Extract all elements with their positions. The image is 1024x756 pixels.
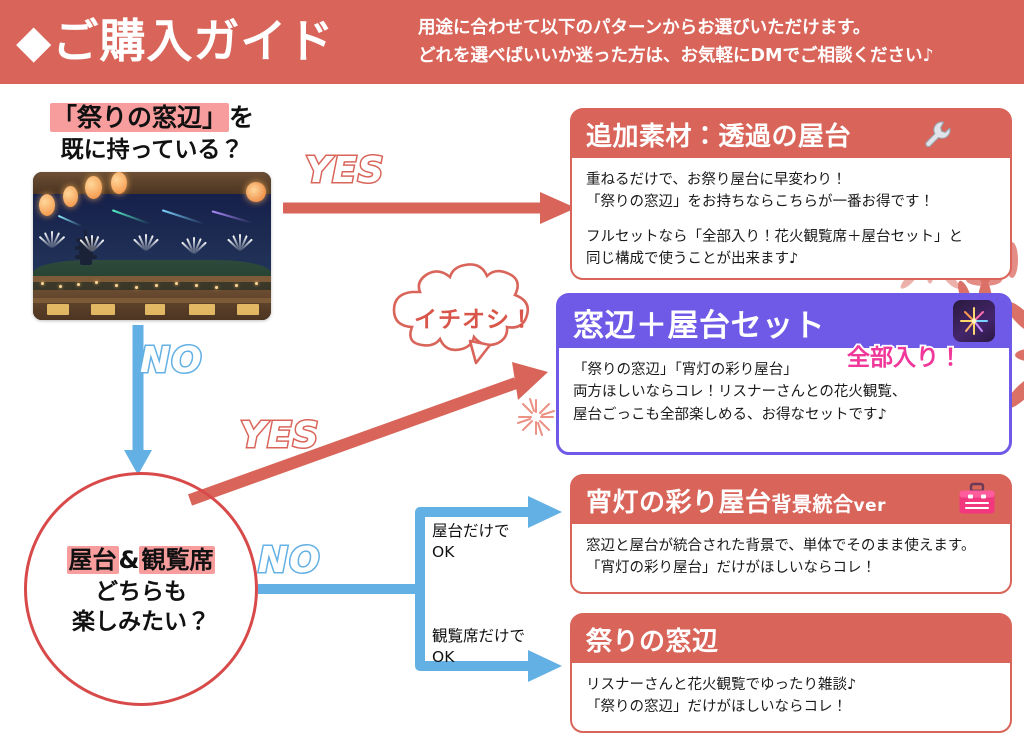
card-4-line-2: 「祭りの窓辺」だけがほしいならコレ！ [586, 699, 847, 716]
thumb-window [145, 304, 165, 315]
thumb-lantern [63, 186, 78, 207]
card-1-line-3: フルセットなら「全部入り！花火観覧席＋屋台セット」と [586, 228, 963, 245]
branch-label-kanranseki: 観覧席だけで OK [432, 627, 526, 666]
thumb-string-light [135, 286, 138, 289]
thumb-lantern [111, 172, 127, 194]
thumb-window [237, 304, 259, 315]
toolbox-icon [959, 482, 995, 514]
page-title: ◆ご購入ガイド [16, 14, 335, 68]
card-matsuri-no-madobe[interactable]: 祭りの窓辺 リスナーさんと花火観覧でゆったり雑談♪ 「祭りの窓辺」だけがほしいな… [570, 613, 1012, 733]
question1-suffix: を [229, 103, 255, 132]
thumb-string-light [155, 284, 158, 287]
card-2-body: 「祭りの窓辺」「宵灯の彩り屋台」 両方ほしいならコレ！リスナーさんとの花火観覧、… [559, 348, 1009, 436]
card-yoiakari-haikei-tougou[interactable]: 宵灯の彩り屋台背景統合ver 窓辺と屋台が統合された背景で、単体でそのまま使えま… [570, 474, 1012, 594]
card-3-title: 宵灯の彩り屋台背景統合ver [586, 482, 886, 519]
thumb-railing-bottom [33, 298, 271, 303]
recommend-bubble-text: イチオシ！ [414, 307, 534, 333]
card-2-line-2: 両方ほしいならコレ！リスナーさんとの花火観覧、 [573, 384, 907, 401]
thumb-window [189, 304, 215, 315]
question2-highlight-kanranseki: 観覧席 [139, 546, 216, 575]
card-3-title-sub: 背景統合 [771, 491, 854, 516]
card-1-title: 追加素材：透過の屋台 [586, 121, 852, 152]
thumb-string-light [77, 283, 80, 286]
card-2-title: 窓辺＋屋台セット [573, 307, 825, 344]
thumb-window [47, 304, 69, 315]
card-3-title-main: 宵灯の彩り屋台 [586, 487, 772, 518]
question2-line2: どちらも [95, 579, 187, 606]
thumb-string-light [41, 282, 44, 285]
label-yes-top: YES [304, 149, 386, 193]
arrow-yes-top [283, 192, 576, 224]
branch-label-yatai: 屋台だけで OK [432, 522, 510, 561]
card-3-line-1: 窓辺と屋台が統合された背景で、単体でそのまま使えます。 [586, 538, 976, 554]
thumb-string-light [235, 284, 238, 287]
thumb-string-light [215, 286, 218, 289]
thumb-string-light [255, 282, 258, 285]
spark-decoration-small [517, 398, 555, 436]
card-madobe-yatai-set[interactable]: 窓辺＋屋台セット 全部入り！ [556, 293, 1012, 455]
card-3-header: 宵灯の彩り屋台背景統合ver [572, 476, 1010, 524]
header-subtitle-line1: 用途に合わせて以下のパターンからお選びいただけます。 [418, 18, 871, 38]
fireworks-icon [953, 300, 995, 342]
question1-highlight: 「祭りの窓辺」 [49, 103, 229, 132]
card-4-body: リスナーさんと花火観覧でゆったり雑談♪ 「祭りの窓辺」だけがほしいならコレ！ [572, 663, 1010, 729]
question-has-madobe: 「祭りの窓辺」を 既に持っている？ [24, 103, 280, 164]
thumb-lantern [85, 176, 102, 199]
card-4-line-1: リスナーさんと花火観覧でゆったり雑談♪ [586, 677, 857, 693]
question1-line1: 「祭りの窓辺」を [24, 103, 280, 134]
all-inclusive-badge: 全部入り！ [845, 343, 964, 373]
card-3-line-2: 「宵灯の彩り屋台」だけがほしいならコレ！ [586, 560, 876, 577]
card-1-line-1: 重ねるだけで、お祭り屋台に早変わり！ [586, 172, 847, 188]
thumb-lantern [39, 194, 55, 216]
question2-line3: 楽しみたい？ [72, 609, 210, 635]
thumb-window [91, 304, 115, 315]
question2-highlight-yatai: 屋台 [66, 546, 119, 575]
card-2-line-1: 「祭りの窓辺」「宵灯の彩り屋台」 [573, 362, 798, 378]
question1-line2: 既に持っている？ [60, 136, 244, 163]
header-subtitle: 用途に合わせて以下のパターンからお選びいただけます。 どれを選べばいいか迷った方… [418, 14, 1018, 70]
question2-amp: & [118, 546, 140, 575]
thumb-string-light [95, 281, 98, 284]
label-yes-mid: YES [239, 414, 321, 458]
card-1-line-2: 「祭りの窓辺」をお持ちならこちらが一番お得です！ [586, 194, 934, 211]
card-1-body: 重ねるだけで、お祭り屋台に早変わり！ 「祭りの窓辺」をお持ちならこちらが一番お得… [572, 158, 1010, 281]
label-no-top: NO [139, 339, 204, 383]
thumb-string-light [59, 285, 62, 288]
label-no-bottom: NO [257, 539, 322, 583]
header-subtitle-line2: どれを選べばいいか迷った方は、お気軽にDMでご相談ください♪ [418, 46, 934, 66]
card-1-line-4: 同じ構成で使うことが出来ます♪ [586, 251, 799, 268]
thumb-railing-top [33, 276, 271, 282]
thumb-string-light [195, 284, 198, 287]
header-banner: ◆ご購入ガイド 用途に合わせて以下のパターンからお選びいただけます。 どれを選べ… [0, 0, 1024, 84]
card-4-header: 祭りの窓辺 [572, 615, 1010, 663]
thumb-string-light [115, 284, 118, 287]
thumb-string-light [175, 282, 178, 285]
question2-line1: 屋台&観覧席 [66, 540, 216, 575]
card-4-title: 祭りの窓辺 [586, 626, 719, 657]
question-both-node: 屋台&観覧席 どちらも 楽しみたい？ [24, 472, 258, 706]
card-2-header: 窓辺＋屋台セット 全部入り！ [559, 296, 1009, 373]
card-1-header: 追加素材：透過の屋台 [572, 110, 1010, 158]
wrench-icon [925, 121, 951, 148]
card-3-body: 窓辺と屋台が統合された背景で、単体でそのまま使えます。 「宵灯の彩り屋台」だけが… [572, 524, 1010, 590]
card-3-title-ver: ver [853, 495, 887, 516]
card-2-line-3: 屋台ごっこも全部楽しめる、お得なセットです♪ [573, 406, 887, 423]
card-tsuika-sozai[interactable]: 追加素材：透過の屋台 重ねるだけで、お祭り屋台に早変わり！ 「祭りの窓辺」をお持… [570, 108, 1012, 280]
thumb-lantern [246, 182, 266, 202]
madobe-preview-thumbnail [33, 172, 271, 320]
